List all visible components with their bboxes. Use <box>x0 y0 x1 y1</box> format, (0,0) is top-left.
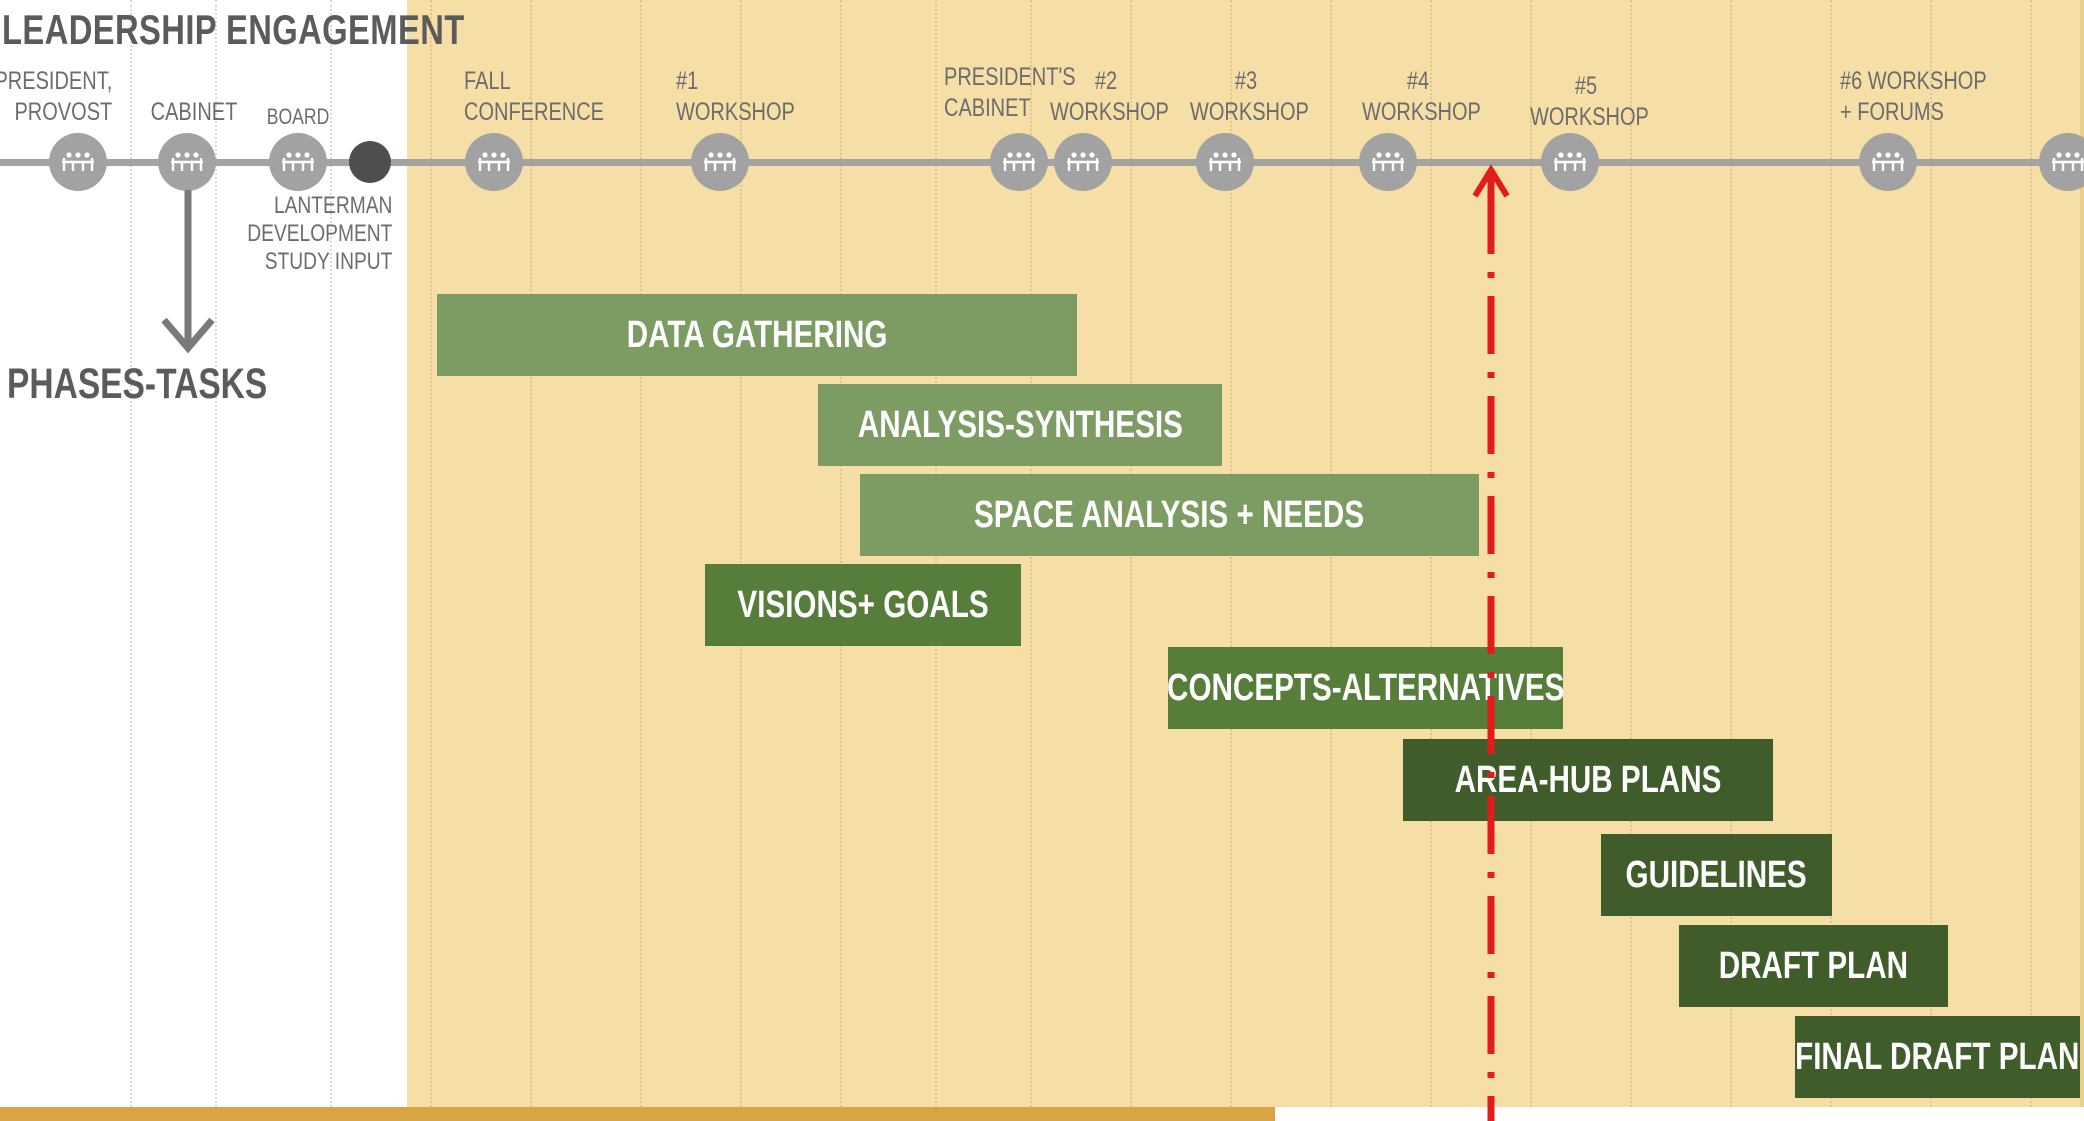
task-bar-guidelines: GUIDELINES <box>1601 834 1832 916</box>
meeting-table-icon <box>1000 151 1038 173</box>
meeting-table-icon <box>475 151 513 173</box>
meeting-table-icon <box>1369 151 1407 173</box>
milestone-node-next-event <box>2039 133 2084 191</box>
meeting-table-icon <box>1206 151 1244 173</box>
phases-tasks-label: PHASES-TASKS <box>7 360 268 408</box>
task-label: VISIONS+ GOALS <box>737 583 989 626</box>
task-label: AREA-HUB PLANS <box>1454 758 1722 801</box>
task-bar-data-gathering: DATA GATHERING <box>437 294 1077 376</box>
milestone-node-workshop-2 <box>1054 133 1112 191</box>
milestone-label-cabinet: CABINET <box>150 98 238 126</box>
task-bar-analysis-synthesis: ANALYSIS-SYNTHESIS <box>818 384 1222 466</box>
gridline <box>130 0 132 1107</box>
task-bar-visions-goals: VISIONS+ GOALS <box>705 564 1021 646</box>
meeting-table-icon <box>2049 151 2084 173</box>
task-label: CONCEPTS-ALTERNATIVES <box>1166 666 1565 709</box>
leadership-engagement-title: LEADERSHIP ENGAGEMENT <box>2 6 465 53</box>
milestone-label-president-provost: PRESIDENT,PROVOST <box>0 67 113 126</box>
bottom-accent-bar <box>0 1107 1275 1121</box>
task-bar-draft-plan: DRAFT PLAN <box>1679 925 1948 1007</box>
gridline <box>1730 0 1732 1107</box>
meeting-table-icon <box>1064 151 1102 173</box>
milestone-node-cabinet <box>158 133 216 191</box>
milestone-label-workshop-6: #6 WORKSHOP+ FORUMS <box>1840 67 1987 126</box>
milestone-node-fall-conference <box>465 133 523 191</box>
gridline <box>1930 0 1932 1107</box>
gridline <box>740 0 742 1107</box>
task-label: FINAL DRAFT PLAN <box>1795 1035 2080 1078</box>
task-label: ANALYSIS-SYNTHESIS <box>857 403 1183 446</box>
task-label: GUIDELINES <box>1625 853 1808 896</box>
task-bar-final-draft-plan: FINAL DRAFT PLAN <box>1795 1016 2080 1098</box>
gridline <box>1530 0 1532 1107</box>
gridline <box>530 0 532 1107</box>
task-label: SPACE ANALYSIS + NEEDS <box>974 493 1365 536</box>
gridline <box>330 0 332 1107</box>
gridline <box>215 0 217 1107</box>
gridline <box>2030 0 2032 1107</box>
milestone-node-workshop-4 <box>1359 133 1417 191</box>
current-position-arrow-head <box>1472 164 1510 198</box>
milestone-node-presidents-cabinet <box>990 133 1048 191</box>
task-label: DATA GATHERING <box>626 313 888 356</box>
task-label: DRAFT PLAN <box>1718 944 1909 987</box>
band-edge <box>2080 0 2084 1107</box>
meeting-table-icon <box>168 151 206 173</box>
gridline <box>430 0 432 1107</box>
task-bar-area-hub-plans: AREA-HUB PLANS <box>1403 739 1773 821</box>
gridline <box>1630 0 1632 1107</box>
phases-arrow-head <box>161 317 215 354</box>
meeting-table-icon <box>279 151 317 173</box>
milestone-label-board: BOARD <box>266 104 330 129</box>
gridline <box>840 0 842 1107</box>
meeting-table-icon <box>1551 151 1589 173</box>
meeting-table-icon <box>59 151 97 173</box>
task-bar-space-analysis-needs: SPACE ANALYSIS + NEEDS <box>860 474 1479 556</box>
milestone-node-workshop-1 <box>691 133 749 191</box>
task-bar-concepts-alternatives: CONCEPTS-ALTERNATIVES <box>1166 647 1565 729</box>
milestone-node-workshop-5 <box>1541 133 1599 191</box>
milestone-node-workshop-6 <box>1859 133 1917 191</box>
milestone-node-board <box>269 133 327 191</box>
meeting-table-icon <box>701 151 739 173</box>
milestone-node-workshop-3 <box>1196 133 1254 191</box>
meeting-table-icon <box>1869 151 1907 173</box>
gridline <box>1830 0 1832 1107</box>
bottom-gap <box>1275 1107 2084 1121</box>
milestone-node-president-provost <box>49 133 107 191</box>
gridline <box>640 0 642 1107</box>
milestone-node-lanterman <box>349 141 391 183</box>
